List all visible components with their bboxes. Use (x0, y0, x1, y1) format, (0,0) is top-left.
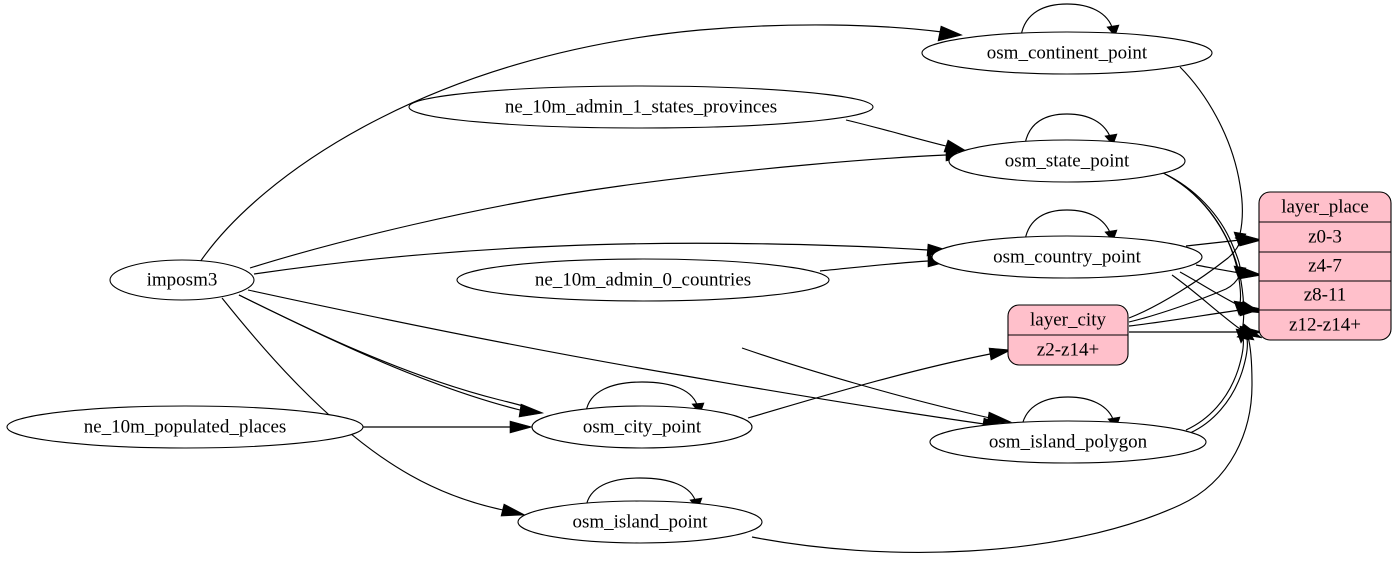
node-osm-city-point[interactable]: osm_city_point (531, 405, 753, 449)
edge-imposm3-to-osm-city-point (238, 294, 530, 413)
edge-layer-city-to-layer-place-z8-11 (1128, 309, 1241, 327)
edge-osm-island-point-to-layer-place-z12 (751, 336, 1253, 553)
node-imposm3-shape[interactable] (109, 259, 255, 301)
node-ne-10m-populated-places[interactable]: ne_10m_populated_places (6, 405, 364, 449)
node-layer-place[interactable]: layer_place z0-3 z4-7 z8-11 z12-z14+ (1258, 191, 1392, 341)
selfloop-osm-island-point (585, 477, 697, 508)
node-ne-10m-admin-1-states-provinces[interactable]: ne_10m_admin_1_states_provinces (408, 85, 874, 129)
node-ne-10m-admin-0-countries[interactable]: ne_10m_admin_0_countries (456, 258, 830, 302)
node-ne-countries-shape[interactable] (456, 258, 830, 302)
edge-ne-countries-to-osm-country-point (819, 260, 929, 272)
edge-imposm3-to-osm-island-point (221, 297, 504, 511)
edge-layer-city-to-layer-place-z0-3 (1128, 240, 1241, 319)
node-imposm3[interactable]: imposm3 (109, 259, 255, 301)
arrowhead-layer-city-z0-3 (1234, 233, 1245, 244)
node-layer-city[interactable]: layer_city z2-z14+ (1007, 304, 1129, 366)
node-osm-country-point-shape[interactable] (931, 235, 1203, 279)
edge-osm-state-point-to-layer-place-z12 (1166, 174, 1245, 332)
edge-imposm3-to-osm-continent-point (199, 24, 943, 263)
node-osm-island-point-shape[interactable] (517, 500, 763, 544)
edge-imposm3-to-osm-island-polygon (247, 289, 985, 425)
node-osm-country-point[interactable]: osm_country_point (931, 235, 1203, 279)
edge-osm-continent-point-to-layer-place-z0-3 (1179, 66, 1243, 235)
edge-layer-city-to-layer-place-z4-7 (1128, 274, 1241, 323)
node-ne-populated-shape[interactable] (6, 405, 364, 449)
edge-ne-states-to-osm-state-point (845, 119, 947, 147)
selfloop-osm-city-point (585, 381, 699, 413)
node-osm-state-point-shape[interactable] (948, 139, 1186, 183)
arrowhead-imposm3-osm-island-point (500, 503, 527, 517)
edge-osm-country-point-to-layer-place-z0-3 (1185, 239, 1241, 247)
edge-osm-country-point-to-layer-place-z8-11 (1179, 271, 1241, 307)
arrowhead-layer-city-z8-11 (1238, 303, 1264, 317)
arrowhead-layer-city-z4-7 (1234, 267, 1246, 278)
node-osm-continent-point[interactable]: osm_continent_point (921, 31, 1213, 75)
arrowhead-osm-island-point-z12 (1241, 329, 1255, 341)
edge-layer (199, 3, 1264, 553)
arrowhead-imposm3-osm-city-point (518, 403, 545, 418)
edge-osm-island-polygon-to-layer-place-z12 (1185, 336, 1244, 431)
arrowhead-ne-states-osm-state-point (943, 139, 970, 153)
arrowhead-crossing-osm-island-polygon (986, 411, 1013, 425)
edge-osm-country-point-to-layer-place-z12 (1171, 274, 1241, 330)
edge-osm-island-polygon-to-layer-place-z12-b (1189, 338, 1248, 434)
edge-crossing-to-osm-island-polygon (741, 347, 991, 419)
arrowhead-osm-city-point-layer-city (988, 347, 1013, 361)
node-osm-state-point[interactable]: osm_state_point (948, 139, 1186, 183)
selfloop-osm-country-point (1024, 209, 1112, 241)
edge-imposm3-to-osm-city-point-b (238, 294, 521, 411)
node-layer: imposm3 ne_10m_admin_1_states_provinces … (6, 31, 1392, 544)
selfloop-osm-island-polygon (1021, 396, 1115, 427)
edge-osm-state-point-to-layer-place-z4-7 (1162, 172, 1241, 269)
arrowhead-ne-populated-osm-city-point (509, 420, 534, 434)
node-ne-states-shape[interactable] (408, 85, 874, 129)
node-osm-island-polygon[interactable]: osm_island_polygon (929, 420, 1207, 464)
edge-imposm3-to-osm-state-point (249, 154, 947, 269)
edge-osm-city-point-to-layer-city (747, 353, 991, 419)
arrowhead-imposm3-osm-continent-point (937, 25, 963, 42)
selfloop-osm-state-point (1024, 113, 1112, 145)
edge-imposm3-to-osm-country-point (253, 242, 929, 275)
node-osm-island-point[interactable]: osm_island_point (517, 500, 763, 544)
node-osm-city-point-shape[interactable] (531, 405, 753, 449)
node-layer-place-box[interactable] (1258, 191, 1392, 341)
node-osm-island-polygon-shape[interactable] (929, 420, 1207, 464)
selfloop-osm-continent-point (1020, 3, 1114, 37)
node-osm-continent-point-shape[interactable] (921, 31, 1213, 75)
